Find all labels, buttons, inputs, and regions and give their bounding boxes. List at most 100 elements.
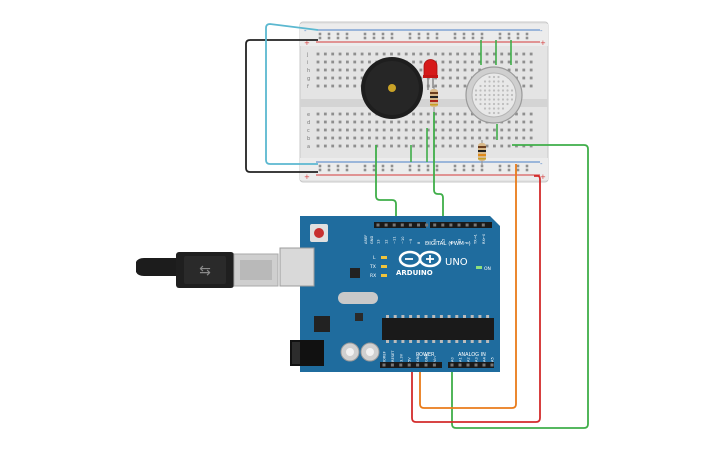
rail-hole[interactable]: [525, 164, 529, 168]
breadboard-hole[interactable]: [346, 84, 349, 88]
breadboard-hole[interactable]: [382, 52, 386, 56]
rail-hole[interactable]: [372, 32, 376, 36]
breadboard-hole[interactable]: [323, 120, 327, 124]
breadboard-hole[interactable]: [338, 60, 342, 64]
breadboard-hole[interactable]: [448, 136, 452, 140]
breadboard-hole[interactable]: [470, 112, 474, 116]
breadboard-hole[interactable]: [353, 60, 357, 64]
breadboard-hole[interactable]: [331, 76, 335, 80]
breadboard-hole[interactable]: [382, 136, 386, 140]
breadboard-hole[interactable]: [470, 68, 474, 72]
breadboard-hole[interactable]: [426, 52, 430, 56]
breadboard-hole[interactable]: [456, 144, 460, 148]
rail-hole[interactable]: [345, 32, 349, 36]
breadboard-hole[interactable]: [419, 68, 423, 72]
breadboard-hole[interactable]: [360, 128, 364, 132]
breadboard-hole[interactable]: [323, 60, 327, 64]
breadboard-hole[interactable]: [397, 136, 401, 140]
breadboard-hole[interactable]: [493, 136, 496, 140]
rail-hole[interactable]: [363, 168, 367, 172]
breadboard-hole[interactable]: [500, 144, 504, 148]
breadboard-hole[interactable]: [522, 52, 526, 56]
breadboard-hole[interactable]: [346, 128, 349, 132]
rail-hole[interactable]: [336, 36, 340, 40]
breadboard-hole[interactable]: [368, 144, 371, 148]
rail-hole[interactable]: [318, 168, 322, 172]
rail-hole[interactable]: [462, 32, 466, 36]
breadboard-hole[interactable]: [529, 76, 533, 80]
rail-hole[interactable]: [363, 36, 367, 40]
breadboard-hole[interactable]: [346, 60, 349, 64]
analog-pin[interactable]: [466, 363, 470, 367]
digital-pin[interactable]: [392, 223, 396, 227]
breadboard-hole[interactable]: [331, 136, 335, 140]
breadboard-hole[interactable]: [463, 76, 467, 80]
rail-hole[interactable]: [462, 164, 466, 168]
breadboard-hole[interactable]: [353, 136, 357, 140]
rail-hole[interactable]: [498, 32, 502, 36]
breadboard-hole[interactable]: [434, 144, 437, 148]
breadboard-hole[interactable]: [331, 84, 335, 88]
rail-hole[interactable]: [480, 168, 484, 172]
breadboard-hole[interactable]: [368, 112, 371, 116]
breadboard-hole[interactable]: [434, 136, 437, 140]
breadboard-hole[interactable]: [390, 136, 393, 140]
breadboard-hole[interactable]: [434, 128, 437, 132]
digital-pin[interactable]: [481, 223, 485, 227]
breadboard-hole[interactable]: [412, 144, 415, 148]
breadboard-hole[interactable]: [412, 112, 415, 116]
breadboard-hole[interactable]: [441, 68, 445, 72]
power-pin[interactable]: [382, 363, 386, 367]
rail-hole[interactable]: [480, 36, 484, 40]
breadboard-hole[interactable]: [529, 120, 533, 124]
breadboard-hole[interactable]: [404, 128, 408, 132]
breadboard-hole[interactable]: [448, 84, 452, 88]
breadboard-hole[interactable]: [382, 120, 386, 124]
rail-hole[interactable]: [498, 36, 502, 40]
breadboard-hole[interactable]: [463, 52, 467, 56]
breadboard-hole[interactable]: [346, 68, 349, 72]
breadboard-hole[interactable]: [515, 52, 518, 56]
breadboard-hole[interactable]: [522, 144, 526, 148]
digital-pin[interactable]: [473, 223, 477, 227]
power-pin[interactable]: [432, 363, 436, 367]
breadboard-hole[interactable]: [338, 76, 342, 80]
rail-hole[interactable]: [345, 36, 349, 40]
breadboard-hole[interactable]: [360, 68, 364, 72]
breadboard-hole[interactable]: [470, 136, 474, 140]
breadboard-hole[interactable]: [500, 52, 504, 56]
breadboard-hole[interactable]: [368, 52, 371, 56]
breadboard-hole[interactable]: [507, 144, 511, 148]
breadboard-hole[interactable]: [419, 128, 423, 132]
breadboard-hole[interactable]: [382, 128, 386, 132]
rail-hole[interactable]: [507, 168, 511, 172]
rail-hole[interactable]: [372, 36, 376, 40]
breadboard-hole[interactable]: [463, 136, 467, 140]
breadboard-hole[interactable]: [331, 112, 335, 116]
breadboard-hole[interactable]: [507, 120, 511, 124]
breadboard-hole[interactable]: [338, 84, 342, 88]
breadboard-hole[interactable]: [360, 112, 364, 116]
breadboard-hole[interactable]: [485, 60, 489, 64]
breadboard-hole[interactable]: [448, 112, 452, 116]
breadboard-hole[interactable]: [478, 52, 482, 56]
rail-hole[interactable]: [525, 32, 529, 36]
breadboard-hole[interactable]: [485, 52, 489, 56]
breadboard-hole[interactable]: [323, 84, 327, 88]
breadboard-hole[interactable]: [448, 52, 452, 56]
rail-hole[interactable]: [507, 164, 511, 168]
rail-hole[interactable]: [372, 164, 376, 168]
wire-cyan[interactable]: [265, 23, 319, 165]
rail-hole[interactable]: [462, 168, 466, 172]
breadboard-hole[interactable]: [441, 120, 445, 124]
breadboard-hole[interactable]: [404, 136, 408, 140]
breadboard-hole[interactable]: [316, 128, 320, 132]
rail-hole[interactable]: [453, 164, 457, 168]
breadboard-hole[interactable]: [419, 52, 423, 56]
breadboard-hole[interactable]: [368, 128, 371, 132]
wire-orange-5v[interactable]: [419, 164, 517, 409]
breadboard-hole[interactable]: [397, 52, 401, 56]
breadboard-hole[interactable]: [323, 144, 327, 148]
breadboard-hole[interactable]: [316, 112, 320, 116]
rail-hole[interactable]: [363, 32, 367, 36]
